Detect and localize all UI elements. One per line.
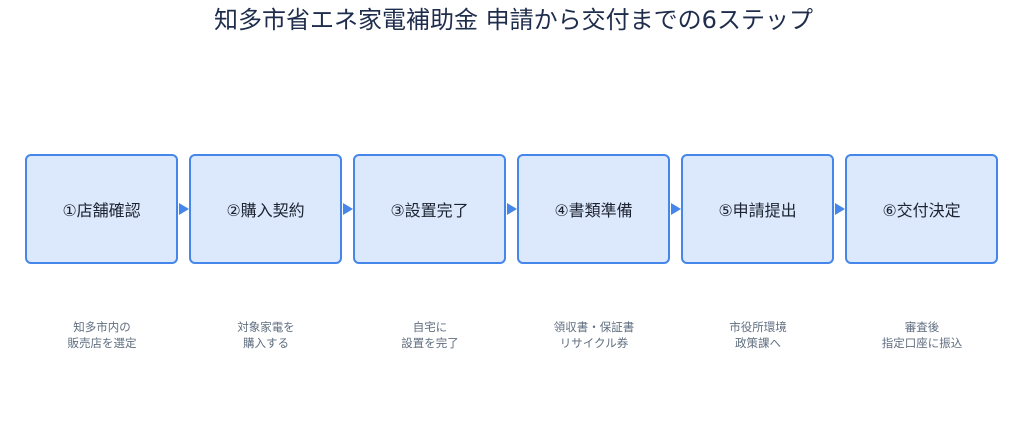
step-note-line: 審査後 bbox=[904, 320, 940, 334]
arrow-icon bbox=[507, 203, 517, 215]
arrow-icon bbox=[343, 203, 353, 215]
step-note-line: 自宅に bbox=[412, 320, 448, 334]
step-note-4: 領収書・保証書 リサイクル券 bbox=[514, 319, 674, 351]
step-note-6: 審査後 指定口座に振込 bbox=[842, 319, 1002, 351]
step-note-line: リサイクル券 bbox=[559, 336, 629, 350]
step-box-3: ③設置完了 bbox=[353, 154, 506, 264]
step-note-5: 市役所環境 政策課へ bbox=[678, 319, 838, 351]
step-note-2: 対象家電を 購入する bbox=[186, 319, 346, 351]
diagram-title: 知多市省エネ家電補助金 申請から交付までの6ステップ bbox=[214, 6, 813, 34]
step-note-line: 販売店を選定 bbox=[67, 336, 137, 350]
step-note-line: 設置を完了 bbox=[401, 336, 459, 350]
arrow-icon bbox=[835, 203, 845, 215]
step-box-6: ⑥交付決定 bbox=[845, 154, 998, 264]
step-note-line: 政策課へ bbox=[735, 336, 781, 350]
step-note-1: 知多市内の 販売店を選定 bbox=[22, 319, 182, 351]
step-note-line: 領収書・保証書 bbox=[553, 320, 635, 334]
step-note-line: 市役所環境 bbox=[729, 320, 787, 334]
step-box-2: ②購入契約 bbox=[189, 154, 342, 264]
step-note-line: 対象家電を bbox=[237, 320, 295, 334]
step-note-line: 購入する bbox=[243, 336, 289, 350]
arrow-icon bbox=[179, 203, 189, 215]
step-box-4: ④書類準備 bbox=[517, 154, 670, 264]
step-box-1: ①店舗確認 bbox=[25, 154, 178, 264]
step-note-line: 知多市内の bbox=[73, 320, 131, 334]
arrow-icon bbox=[671, 203, 681, 215]
step-note-3: 自宅に 設置を完了 bbox=[350, 319, 510, 351]
step-note-line: 指定口座に振込 bbox=[881, 336, 963, 350]
step-box-5: ⑤申請提出 bbox=[681, 154, 834, 264]
